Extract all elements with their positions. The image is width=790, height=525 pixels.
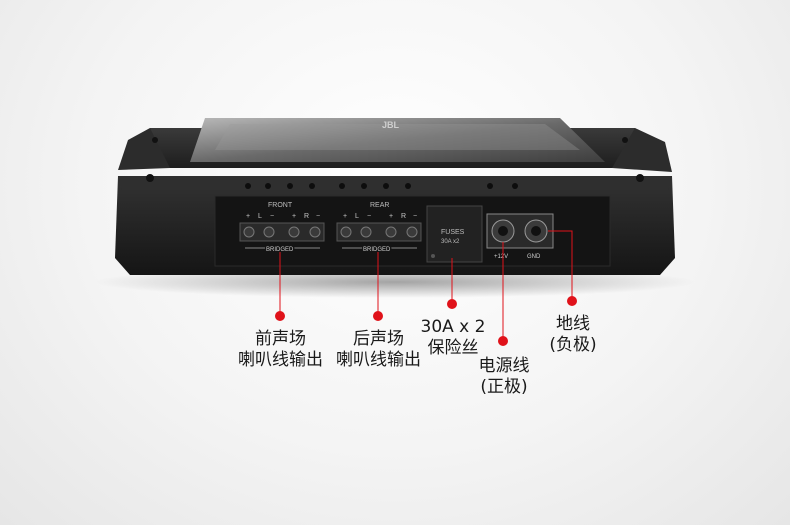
svg-text:R: R <box>304 213 309 220</box>
front-speaker-terminals[interactable] <box>239 222 325 242</box>
svg-text:+: + <box>343 213 347 220</box>
callout-power-line1: 电源线 <box>478 356 530 376</box>
callout-ground-line1: 地线 <box>556 314 590 334</box>
rear-speaker-terminals[interactable] <box>336 222 422 242</box>
screw <box>146 174 154 182</box>
callout-power: 电源线 (正极) <box>469 356 539 398</box>
callout-rear-speaker: 后声场 喇叭线输出 <box>331 329 426 371</box>
amp-body-band <box>118 176 672 190</box>
ground-terminal[interactable] <box>524 219 548 243</box>
rear-group-label: REAR <box>370 202 389 209</box>
callout-fuse: 30A x 2 保险丝 <box>415 317 491 359</box>
screw <box>152 137 158 143</box>
right-wing <box>612 128 672 172</box>
callout-front-speaker: 前声场 喇叭线输出 <box>233 329 328 371</box>
rear-bridged-label: BRIDGED <box>363 247 391 253</box>
hex-socket-icon <box>498 226 508 236</box>
front-bridged-label: BRIDGED <box>266 247 294 253</box>
terminal-screw <box>243 226 255 238</box>
svg-text:+: + <box>246 213 250 220</box>
marker-power <box>498 336 508 346</box>
front-terminal-signs: + L − + R − <box>246 213 320 220</box>
terminal-screw <box>385 226 397 238</box>
rear-terminal-signs: + L − + R − <box>343 213 417 220</box>
terminal-screw <box>406 226 418 238</box>
fuse-rating: 30A x2 <box>441 239 460 245</box>
top-hole-row <box>245 183 518 189</box>
screw <box>636 174 644 182</box>
ground-terminal-label: GND <box>527 254 541 260</box>
callout-rear-line2: 喇叭线输出 <box>336 350 421 370</box>
screw <box>622 137 628 143</box>
svg-text:−: − <box>270 213 274 220</box>
brand-mark: JBL <box>382 120 400 130</box>
svg-text:+: + <box>389 213 393 220</box>
svg-text:R: R <box>401 213 406 220</box>
marker-front <box>275 311 285 321</box>
terminal-screw <box>340 226 352 238</box>
callout-power-line2: (正极) <box>480 377 528 397</box>
callout-markers <box>275 296 577 346</box>
svg-text:−: − <box>413 213 417 220</box>
left-wing <box>118 128 170 170</box>
fuse-cover-screw <box>431 254 435 258</box>
callout-ground-line2: (负极) <box>549 335 597 355</box>
svg-text:+: + <box>292 213 296 220</box>
terminal-screw <box>360 226 372 238</box>
amp-top-plate <box>190 118 605 162</box>
fuse-cover[interactable] <box>426 205 483 263</box>
marker-fuse <box>447 299 457 309</box>
svg-text:L: L <box>258 213 262 220</box>
callout-rear-line1: 后声场 <box>353 329 404 349</box>
svg-text:−: − <box>367 213 371 220</box>
marker-ground <box>567 296 577 306</box>
terminal-screw <box>288 226 300 238</box>
amp-top-plate-highlight <box>215 124 580 150</box>
terminal-screw <box>309 226 321 238</box>
callout-fuse-line2: 保险丝 <box>427 338 479 358</box>
front-group-label: FRONT <box>268 202 293 209</box>
power-terminal-label: +12V <box>494 254 508 260</box>
callout-front-line1: 前声场 <box>255 329 306 349</box>
power-terminal-12v[interactable] <box>491 219 515 243</box>
fuse-label: FUSES <box>441 229 465 236</box>
callout-ground: 地线 (负极) <box>540 314 606 356</box>
hex-socket-icon <box>531 226 541 236</box>
svg-text:−: − <box>316 213 320 220</box>
svg-text:L: L <box>355 213 359 220</box>
leader-ground <box>548 230 573 300</box>
callout-front-line2: 喇叭线输出 <box>238 350 323 370</box>
callout-leaders <box>279 230 573 340</box>
marker-rear <box>373 311 383 321</box>
terminal-screw <box>263 226 275 238</box>
callout-fuse-line1: 30A x 2 <box>420 317 486 337</box>
